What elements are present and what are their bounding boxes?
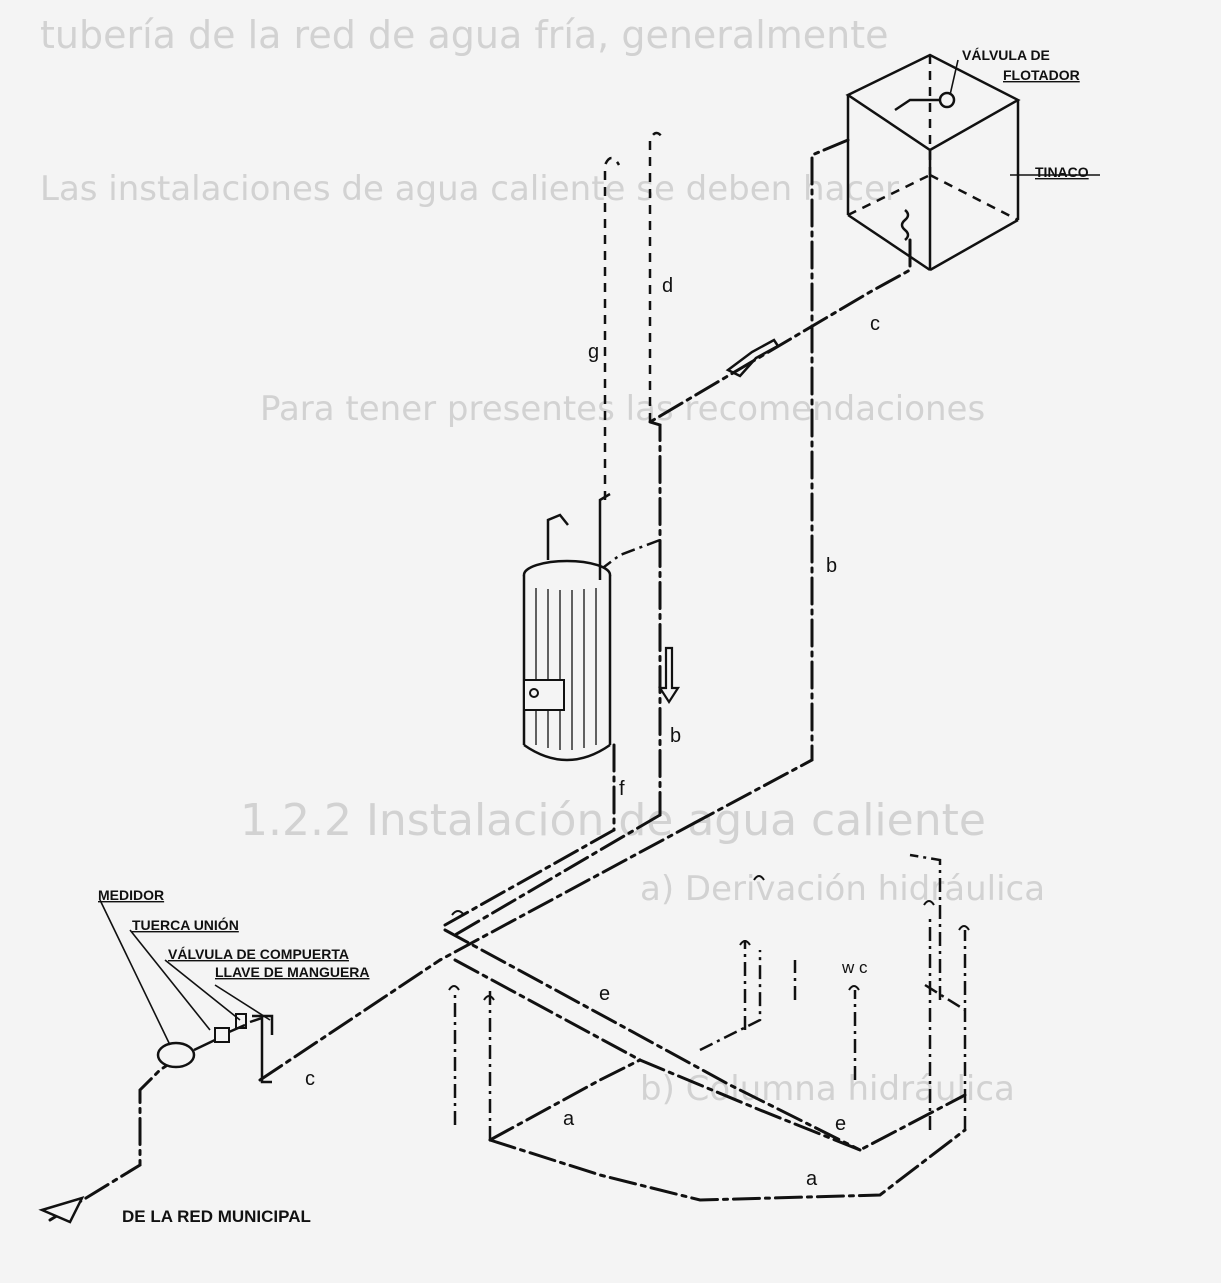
bleed-through-text: tubería de la red de agua fría, generalm… xyxy=(40,13,1045,1109)
pipe-letter-c-lower: c xyxy=(305,1068,315,1090)
tinaco-tank xyxy=(845,53,1021,272)
pipe-e-right xyxy=(453,958,967,1152)
label-llave-manguera: LLAVE DE MANGUERA xyxy=(215,964,370,980)
ghost-line-2: Las instalaciones de agua caliente se de… xyxy=(40,169,899,209)
flow-arrow-c xyxy=(725,338,780,378)
pipe-letter-d: d xyxy=(662,275,673,297)
pipe-a-right xyxy=(488,1128,967,1202)
pipe-main-1 xyxy=(443,828,616,927)
label-tinaco: TINACO xyxy=(1035,164,1089,180)
flow-arrow-b xyxy=(657,646,681,705)
leader-lines xyxy=(99,59,1100,1046)
pipe-b-right xyxy=(698,138,850,822)
float-valve-icon xyxy=(938,91,956,109)
meter-assembly xyxy=(138,1013,274,1102)
ghost-line-3: Para tener presentes las recomendaciones xyxy=(260,389,985,429)
pipe-letter-e-right: e xyxy=(835,1113,846,1135)
pipe-letter-f: f xyxy=(619,778,625,800)
branch-top-right xyxy=(924,983,966,1012)
pipe-main-2 xyxy=(453,813,662,937)
pipe-a-left xyxy=(488,1058,642,1142)
ghost-line-1: tubería de la red de agua fría, generalm… xyxy=(40,13,889,57)
pipe-c-lower xyxy=(258,958,442,1082)
pipe-letter-b-mid: b xyxy=(670,725,681,747)
label-tuerca-union: TUERCA UNIÓN xyxy=(132,916,239,933)
ghost-line-4: a) Derivación hidráulica xyxy=(640,869,1045,909)
label-medidor: MEDIDOR xyxy=(98,887,164,903)
pipe-e-left xyxy=(443,928,862,1152)
pipe-letter-a-left: a xyxy=(563,1108,575,1130)
gate-valve-icon xyxy=(235,1013,247,1029)
ghost-line-5: b) Columna hidráulica xyxy=(640,1069,1015,1109)
water-heater xyxy=(522,492,612,762)
riser-8 xyxy=(909,853,942,1000)
pipe-main-3 xyxy=(438,818,702,962)
pipe-municipal xyxy=(48,1098,142,1222)
pipe-letter-b-right: b xyxy=(826,555,837,577)
riser-3 xyxy=(699,950,762,1052)
pipe-d xyxy=(648,131,666,422)
faucet-hooks xyxy=(448,875,970,1001)
pipe-heater-feed xyxy=(599,538,661,571)
meter-icon xyxy=(156,1041,196,1069)
municipal-arrow xyxy=(38,1195,85,1224)
label-wc: w c xyxy=(841,958,868,977)
pipe-g xyxy=(603,156,621,500)
label-red-municipal: DE LA RED MUNICIPAL xyxy=(122,1207,311,1226)
label-valvula-compuerta: VÁLVULA DE COMPUERTA xyxy=(168,946,349,962)
union-nut-icon xyxy=(214,1027,230,1043)
pipe-b-mid xyxy=(648,420,662,817)
pipe-letter-a-right: a xyxy=(806,1168,818,1190)
hose-bib-icon xyxy=(252,1014,274,1035)
label-valvula-flotador-1: VÁLVULA DE xyxy=(962,47,1050,63)
pipe-letter-g: g xyxy=(588,341,599,363)
label-valvula-flotador-2: FLOTADOR xyxy=(1003,67,1080,83)
pipe-letter-c-upper: c xyxy=(870,313,880,335)
pipe-letter-e-left: e xyxy=(599,983,610,1005)
